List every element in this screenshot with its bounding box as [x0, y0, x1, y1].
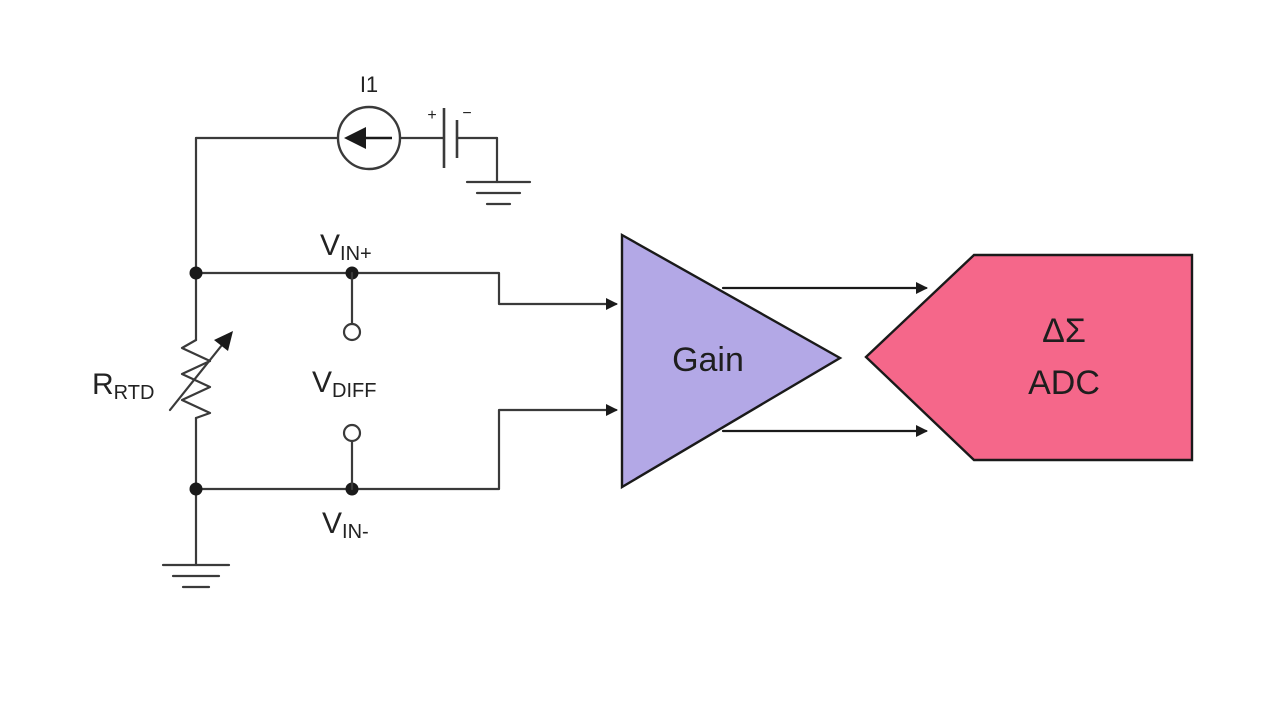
ground-symbol-bottom-icon: [161, 563, 231, 589]
gain-label: Gain: [672, 341, 744, 379]
i1-label: I1: [360, 72, 378, 97]
battery-plus-label: +: [427, 107, 436, 124]
delta-sigma-adc-block: [864, 253, 1194, 462]
adc-label: ADC: [1028, 364, 1100, 402]
current-source-i1: [336, 105, 402, 171]
current-direction-arrow-icon: [344, 127, 366, 149]
gain-amplifier-block: [620, 232, 843, 490]
vdiff-label: VDIFF: [312, 366, 376, 402]
vdiff-terminal-bottom: [342, 423, 362, 443]
rtd-variable-arrowhead-icon: [214, 331, 233, 351]
ground-symbol-top-icon: [465, 180, 532, 206]
rtd-resistor-icon: [180, 338, 212, 420]
vin-minus-label: VIN-: [322, 507, 369, 543]
adc-delta-sigma-label: ΔΣ: [1042, 312, 1086, 350]
battery-minus-label: −: [462, 105, 471, 122]
battery-icon: [442, 108, 459, 168]
vin-plus-label: VIN+: [320, 229, 372, 265]
junction-dot-vin-minus-left: [189, 482, 203, 496]
vdiff-terminal-top: [342, 322, 362, 342]
rtd-variable-arrow: [168, 338, 228, 412]
wire-vin-minus: [194, 404, 618, 491]
rrtd-label: RRTD: [92, 368, 154, 404]
wire-vin-plus: [194, 271, 618, 310]
junction-dot-vin-plus-left: [189, 266, 203, 280]
